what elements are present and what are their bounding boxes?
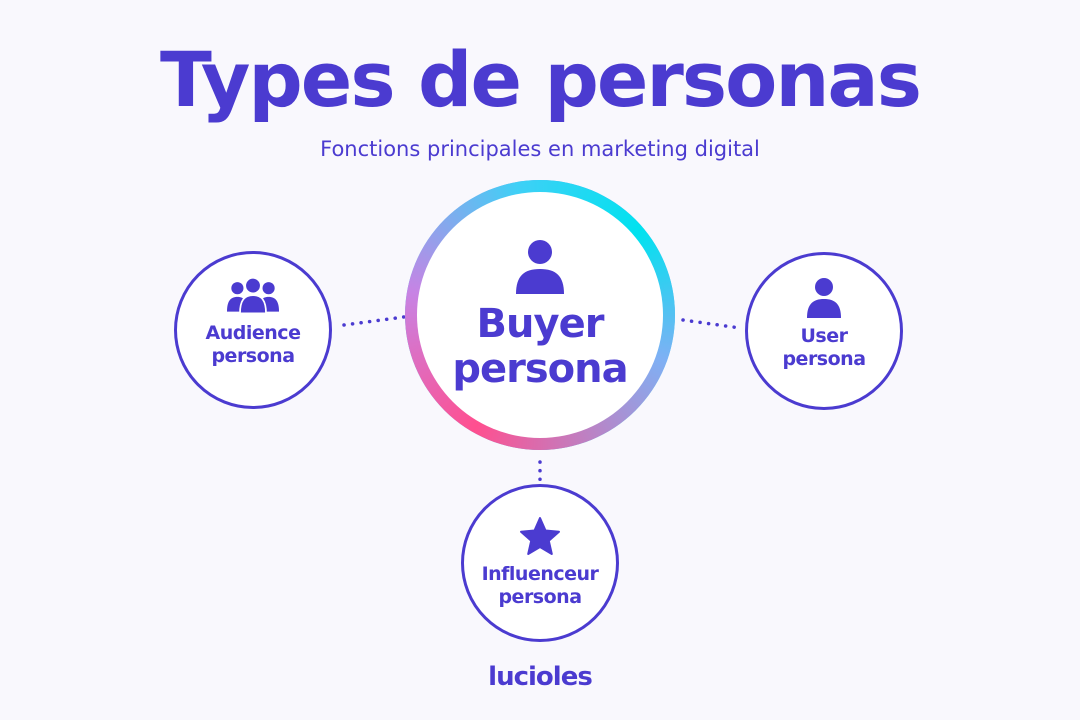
page-title: Types de personas [160, 35, 922, 124]
buyer-persona-inner: Buyer persona [417, 192, 663, 438]
brand-logo: lucioles [488, 662, 593, 692]
person-icon [807, 278, 841, 318]
star-icon [520, 517, 560, 555]
connector-audience [342, 315, 406, 327]
connector-user [681, 318, 742, 330]
influenceur-persona-node: Influenceur persona [461, 484, 619, 642]
buyer-persona-label: Buyer persona [452, 301, 628, 392]
buyer-persona-node: Buyer persona [405, 180, 675, 450]
user-persona-label: User persona [782, 325, 866, 370]
person-icon [516, 240, 564, 294]
audience-persona-node: Audience persona [174, 251, 332, 409]
user-persona-node: User persona [745, 252, 903, 410]
group-icon [227, 276, 279, 315]
page-subtitle: Fonctions principales en marketing digit… [320, 137, 760, 161]
influenceur-persona-label: Influenceur persona [481, 563, 599, 608]
audience-persona-label: Audience persona [205, 322, 301, 367]
